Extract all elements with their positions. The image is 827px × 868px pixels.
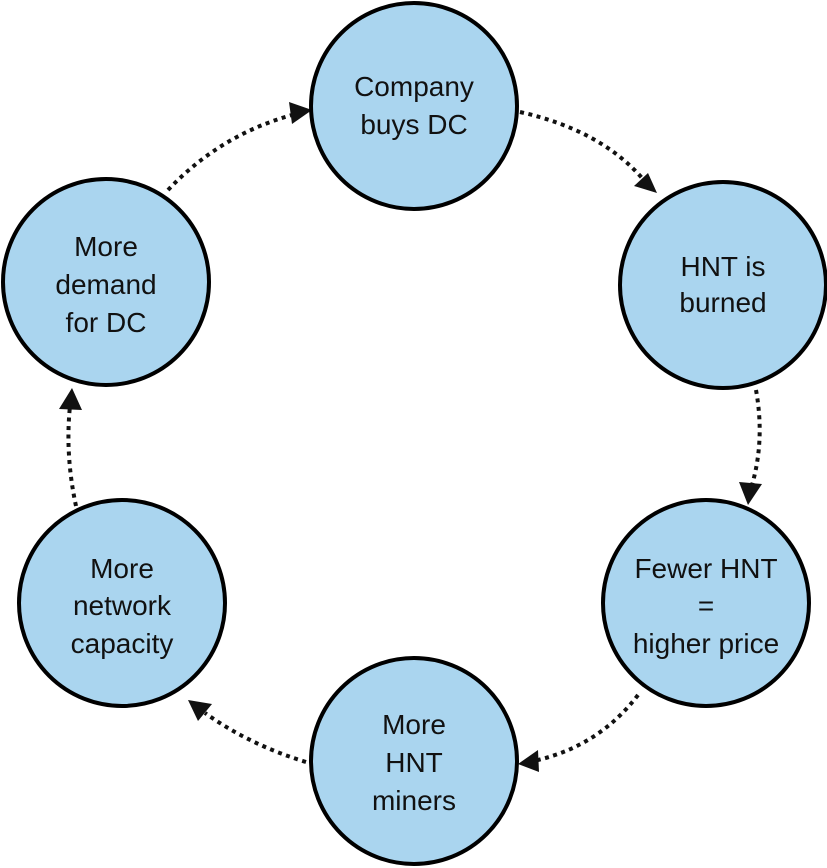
edge-network-capacity-to-demand-dc <box>59 388 82 507</box>
node-text-line: buys DC <box>360 109 467 140</box>
node-text-line: higher price <box>633 628 779 659</box>
node-text-line: Company <box>354 71 474 102</box>
node-more-hnt-miners: More HNT miners <box>309 656 519 866</box>
node-text-line: Fewer HNT <box>634 553 777 584</box>
node-text-line: network <box>73 590 172 621</box>
edge-hnt-miners-to-network-capacity <box>188 700 307 764</box>
node-text-line: miners <box>372 785 456 816</box>
node-hnt-is-burned: HNT is burned <box>618 180 827 390</box>
edge-fewer-hnt-to-hnt-miners <box>518 693 640 772</box>
node-company-buys-dc: Company buys DC <box>309 1 519 211</box>
node-text-line: demand <box>55 269 156 300</box>
node-text-line: More <box>90 553 154 584</box>
node-text-line: for DC <box>66 307 147 338</box>
node-fewer-hnt-higher-price: Fewer HNT = higher price <box>601 498 811 708</box>
edges <box>59 102 762 772</box>
node-more-network-capacity: More network capacity <box>17 498 227 708</box>
node-text-line: burned <box>679 287 766 318</box>
edge-company-to-hnt-burned <box>519 110 657 193</box>
node-text-line: More <box>74 231 138 262</box>
node-text-line: capacity <box>71 628 174 659</box>
edge-hnt-burned-to-fewer-hnt <box>739 389 762 505</box>
node-text-line: HNT <box>385 747 443 778</box>
node-text-line: HNT is <box>680 251 765 282</box>
node-more-demand-for-dc: More demand for DC <box>1 177 211 387</box>
edge-demand-dc-to-company <box>166 102 312 192</box>
node-text-line: More <box>382 709 446 740</box>
node-text-line: = <box>698 590 714 621</box>
